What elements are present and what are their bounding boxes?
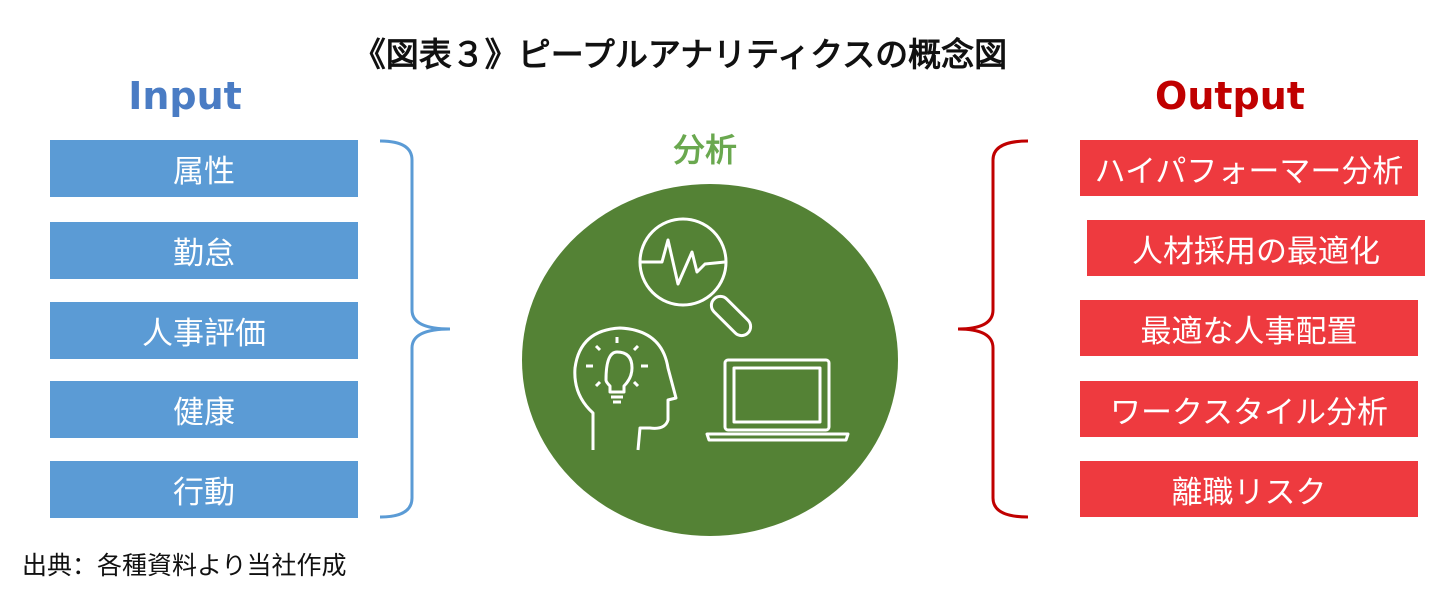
page-title: 《図表３》ピープルアナリティクスの概念図 bbox=[352, 35, 1008, 74]
input-item: 属性 bbox=[50, 140, 358, 197]
input-item: 人事評価 bbox=[50, 302, 358, 359]
head-lightbulb-icon bbox=[573, 326, 678, 451]
output-brace bbox=[957, 139, 1029, 519]
magnifier-chart-icon bbox=[638, 217, 753, 338]
output-item: ハイパフォーマー分析 bbox=[1080, 140, 1418, 196]
output-label: Output bbox=[1155, 74, 1305, 118]
output-item: 人材採用の最適化 bbox=[1087, 220, 1425, 276]
laptop-icon bbox=[705, 358, 850, 442]
input-label: Input bbox=[128, 74, 242, 118]
source-note: 出典：各種資料より当社作成 bbox=[22, 551, 347, 580]
input-brace bbox=[379, 139, 451, 519]
input-item: 健康 bbox=[50, 381, 358, 438]
analysis-label: 分析 bbox=[672, 131, 737, 169]
output-item: 最適な人事配置 bbox=[1080, 300, 1418, 356]
analysis-circle bbox=[522, 184, 898, 536]
input-item: 勤怠 bbox=[50, 222, 358, 279]
output-item: ワークスタイル分析 bbox=[1080, 381, 1418, 437]
output-item: 離職リスク bbox=[1080, 461, 1418, 517]
input-item: 行動 bbox=[50, 461, 358, 518]
